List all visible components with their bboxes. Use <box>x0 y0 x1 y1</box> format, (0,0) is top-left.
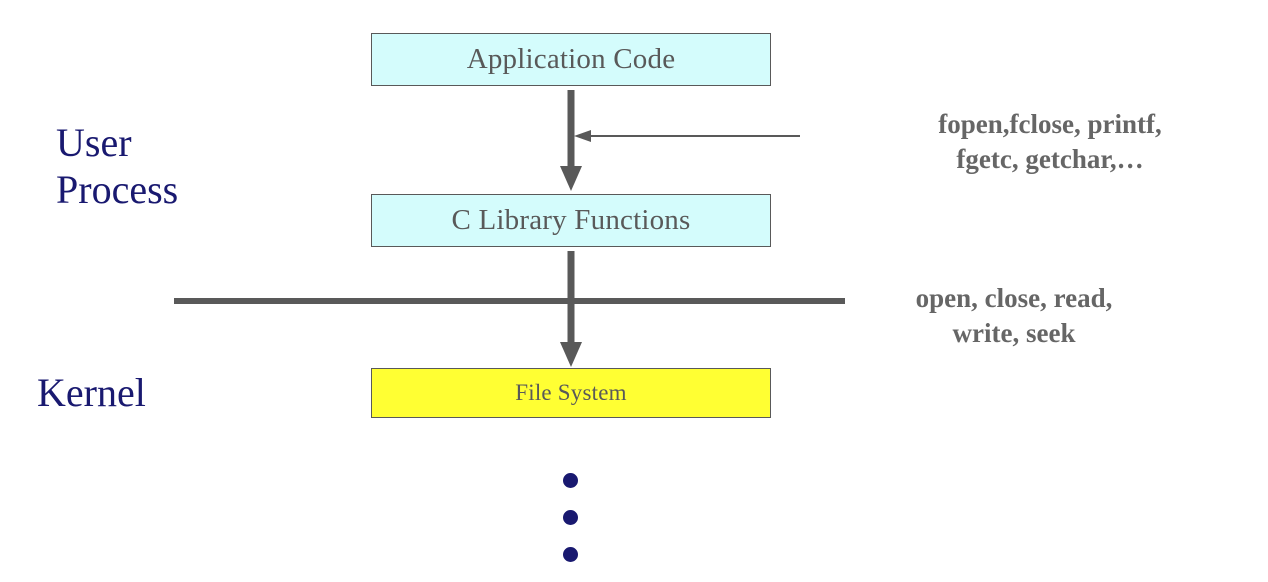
continuation-dot <box>563 510 578 525</box>
continuation-dot <box>563 547 578 562</box>
annotation-library-calls: fopen,fclose, printf, fgetc, getchar,… <box>938 109 1162 174</box>
annotation-system-calls: open, close, read, write, seek <box>915 283 1113 348</box>
clib-to-fs-arrow <box>560 251 582 367</box>
zone-label-kernel: Kernel <box>37 370 146 415</box>
app-to-clib-arrow <box>560 90 582 191</box>
box-file-system[interactable]: File System <box>371 368 771 418</box>
zone-label-user-process: User Process <box>56 120 179 212</box>
box-c-library-functions[interactable]: C Library Functions <box>371 194 771 247</box>
continuation-dot <box>563 473 578 488</box>
box-application-code[interactable]: Application Code <box>371 33 771 86</box>
library-call-pointer-arrow <box>574 130 800 142</box>
